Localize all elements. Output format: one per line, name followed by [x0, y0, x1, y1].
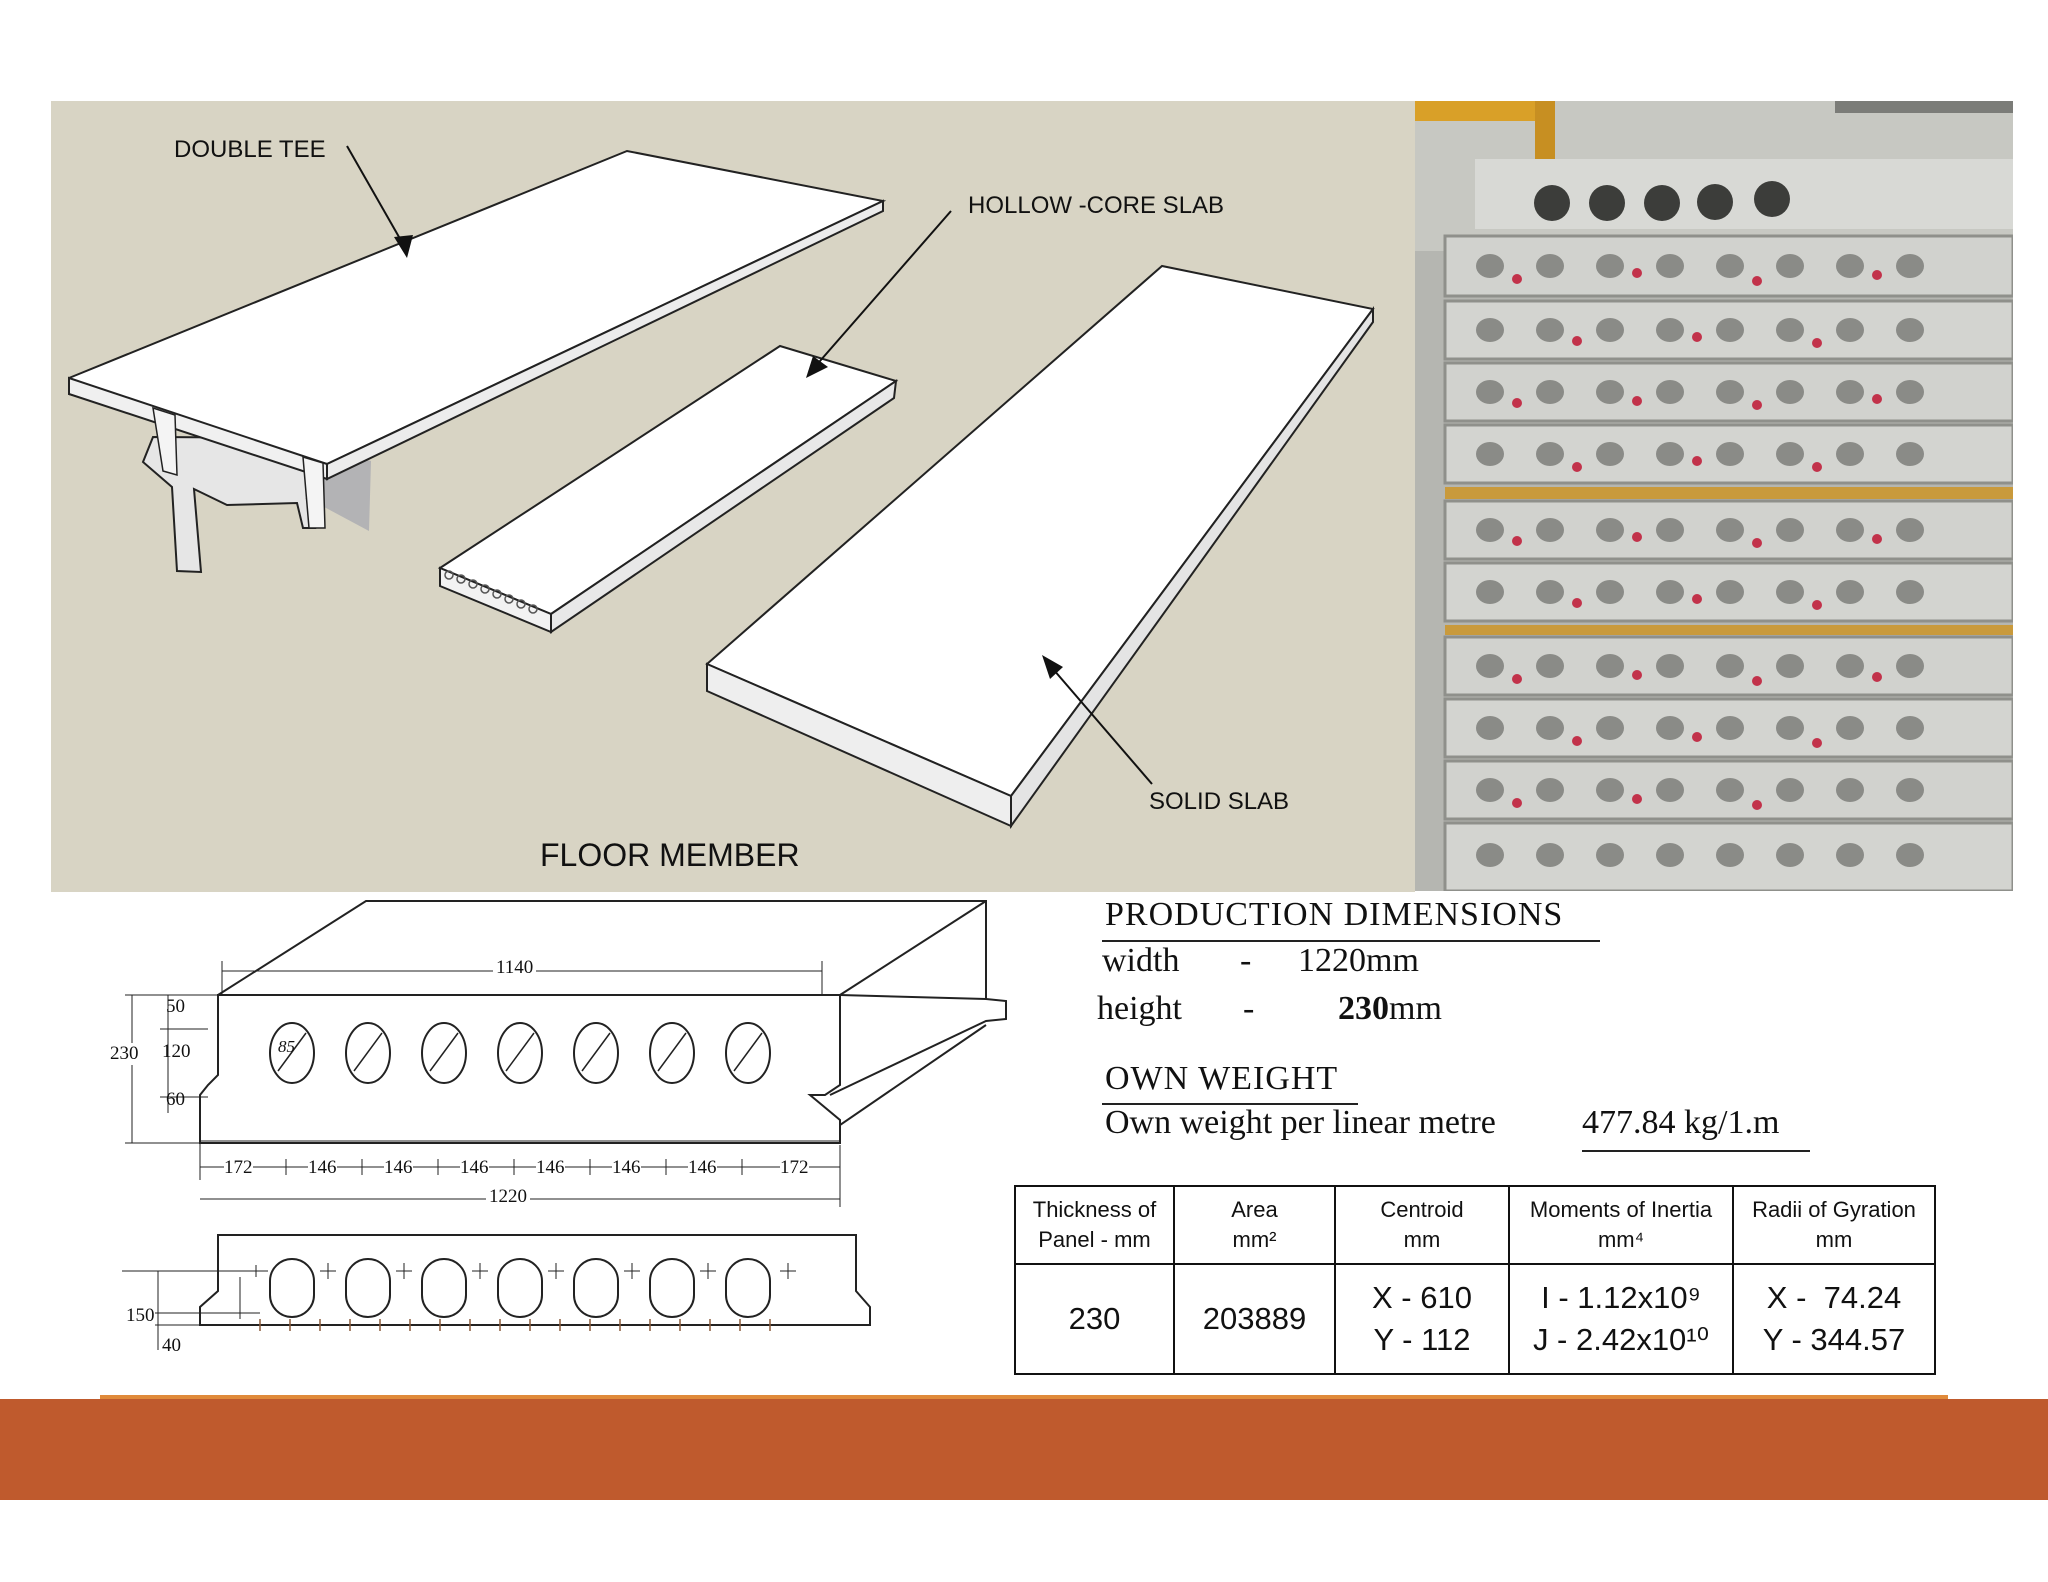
header-line: Radii of Gyration [1752, 1197, 1916, 1222]
solid-slab-sketch [705, 264, 1375, 830]
centroid-x: X - 610 [1372, 1280, 1472, 1315]
dim-spacing: 146 [460, 1157, 489, 1179]
height-value-number: 230 [1338, 990, 1389, 1027]
dim-core-height: 120 [162, 1041, 191, 1062]
cell-area: 203889 [1173, 1263, 1336, 1375]
centroid-y: Y - 112 [1373, 1322, 1471, 1357]
gyration-x: X - 74.24 [1766, 1280, 1902, 1315]
gyration-y: Y - 344.57 [1762, 1322, 1906, 1357]
header-line: mm [1403, 1227, 1441, 1252]
inertia-j: J - 2.42x10¹⁰ [1532, 1322, 1710, 1357]
dim-spacing: 172 [780, 1157, 809, 1179]
header-line: mm [1815, 1227, 1853, 1252]
solid-slab-label: SOLID SLAB [1149, 788, 1290, 815]
header-line: Thickness of [1032, 1197, 1157, 1222]
dim-total-width: 1220 [486, 1186, 530, 1208]
dim-top-flange: 50 [166, 996, 185, 1017]
height-dash: - [1243, 990, 1255, 1027]
inertia-i: I - 1.12x10⁹ [1541, 1280, 1701, 1315]
own-weight-value-underline [1582, 1150, 1810, 1152]
dim-section-height: 150 [126, 1305, 155, 1327]
cell-inertia: I - 1.12x10⁹ J - 2.42x10¹⁰ [1508, 1263, 1734, 1375]
table-header-inertia: Moments of Inertia mm⁴ [1508, 1185, 1734, 1265]
height-value-unit: mm [1389, 990, 1442, 1027]
hollow-core-section-drawing: 1140 230 50 120 60 85 172 146 146 146 14… [100, 895, 1020, 1375]
dim-core-diameter: 85 [278, 1037, 295, 1056]
dim-spacing: 146 [688, 1157, 717, 1179]
dim-spacing: 146 [612, 1157, 641, 1179]
table-header-area: Area mm² [1173, 1185, 1336, 1265]
hollow-core-slab-label: HOLLOW -CORE SLAB [968, 192, 1225, 219]
table-header-thickness: Thickness of Panel - mm [1014, 1185, 1175, 1265]
table-header-row: Thickness of Panel - mm Area mm² Centroid m… [1014, 1185, 1936, 1265]
dim-bottom-flange: 60 [166, 1089, 185, 1110]
footer-bar [0, 1399, 2048, 1500]
own-weight-label: Own weight per linear metre [1105, 1104, 1496, 1141]
table-row: 230 203889 X - 610 Y - 112 I - 1.12x10⁹ J … [1014, 1263, 1936, 1375]
dim-spacing: 146 [308, 1157, 337, 1179]
double-tee-label: DOUBLE TEE [174, 136, 326, 163]
cell-centroid: X - 610 Y - 112 [1334, 1263, 1510, 1375]
section-properties-table: Thickness of Panel - mm Area mm² Centroid m… [1014, 1185, 1936, 1375]
production-title-underline [1102, 940, 1600, 942]
height-value: 230mm [1338, 990, 1442, 1028]
header-line: mm² [1232, 1227, 1277, 1252]
header-line: Moments of Inertia [1529, 1197, 1713, 1222]
production-dimensions-title: PRODUCTION DIMENSIONS [1105, 896, 1564, 933]
double-tee-sketch [68, 145, 887, 574]
cell-gyration: X - 74.24 Y - 344.57 [1732, 1263, 1936, 1375]
width-dash: - [1240, 942, 1252, 979]
table-header-centroid: Centroid mm [1334, 1185, 1510, 1265]
floor-member-illustration: DOUBLE TEE HOLLOW -CORE SLAB SOLID SLAB … [51, 101, 1415, 892]
dim-strand-cover: 40 [162, 1335, 181, 1356]
hollow-core-slab-sketch [437, 210, 952, 634]
floor-member-title: FLOOR MEMBER [540, 837, 800, 873]
hollow-core-slab-stack-photo [1415, 101, 2013, 891]
dim-spacing: 146 [536, 1157, 565, 1179]
cell-thickness: 230 [1014, 1263, 1175, 1375]
header-line: Centroid [1380, 1197, 1464, 1222]
header-line: mm⁴ [1597, 1227, 1645, 1252]
header-line: Area [1231, 1197, 1278, 1222]
width-value: 1220mm [1298, 942, 1419, 979]
dim-top-width: 1140 [493, 957, 537, 979]
footer-accent-line [100, 1395, 1948, 1400]
own-weight-title: OWN WEIGHT [1105, 1060, 1339, 1097]
dim-spacing: 172 [224, 1157, 253, 1179]
table-header-gyration: Radii of Gyration mm [1732, 1185, 1936, 1265]
width-label: width [1102, 942, 1180, 979]
own-weight-value: 477.84 kg/1.m [1582, 1104, 1780, 1141]
height-label: height [1097, 990, 1182, 1027]
own-weight-title-underline [1102, 1103, 1358, 1105]
dim-total-height: 230 [110, 1043, 139, 1065]
dim-spacing: 146 [384, 1157, 413, 1179]
header-line: Panel - mm [1038, 1227, 1151, 1252]
